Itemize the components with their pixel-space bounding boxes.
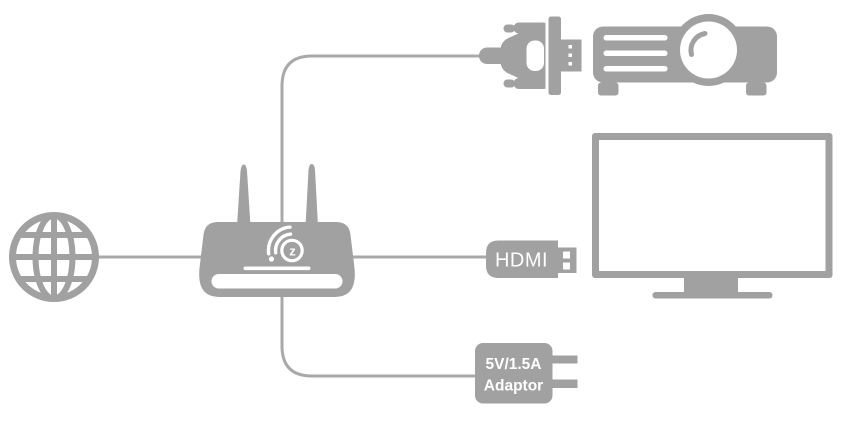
hdmi-body (486, 240, 558, 278)
vga-thumbscrew-bottom-cap (503, 79, 515, 88)
tv-stand-base (652, 292, 773, 299)
receiver-base-slot (211, 274, 343, 289)
projector-vent-line (603, 50, 668, 56)
logo-ring (280, 238, 304, 263)
vga-flange (548, 16, 561, 95)
receiver-antenna-left (237, 164, 251, 226)
connection-wires (94, 54, 487, 378)
adaptor-prong-bottom (552, 379, 578, 388)
projector-lens-highlight (688, 31, 708, 57)
power-adaptor-icon: 5V/1.5A Adaptor (475, 343, 578, 404)
adaptor-body (475, 343, 553, 404)
vga-body-hole (526, 40, 544, 71)
hdmi-plug-hole (563, 251, 570, 259)
projector-vent-line (603, 66, 668, 72)
receiver-logo: z (266, 225, 304, 263)
hdmi-plug (558, 247, 577, 273)
adaptor-label-line1: 5V/1.5A (485, 356, 541, 373)
hdmi-connector-icon: HDMI (486, 240, 577, 278)
hdmi-plug-hole (563, 262, 570, 270)
wifi-receiver-box-icon: z (199, 164, 355, 297)
logo-signal-dot (268, 256, 275, 262)
globe-icon (9, 212, 99, 302)
vga-pin (568, 45, 572, 49)
vga-thumbscrew-top-cap (503, 24, 515, 33)
wire-receiver-to-vga (280, 54, 482, 223)
wire-receiver-to-adaptor (280, 295, 477, 378)
vga-pin (568, 53, 572, 57)
tv-monitor-icon (592, 133, 833, 299)
receiver-front-line (243, 266, 311, 271)
projector-foot-left (598, 82, 619, 96)
adaptor-prong-top (552, 355, 578, 364)
projector-lens (680, 21, 737, 79)
vga-dvi-connector-icon (479, 14, 582, 98)
tv-screen (599, 140, 826, 271)
logo-signal-arc-inner (273, 232, 293, 255)
projector-icon (593, 14, 777, 96)
receiver-antenna-right (305, 164, 318, 226)
projector-foot-right (746, 82, 767, 96)
adaptor-label-line2: Adaptor (484, 378, 543, 395)
vga-pin (568, 62, 572, 66)
projector-vent-line (603, 35, 668, 41)
logo-glyph: z (289, 244, 296, 259)
hdmi-label: HDMI (495, 250, 548, 272)
tv-stand-neck (684, 278, 738, 294)
logo-signal-arc-outer (266, 225, 292, 256)
